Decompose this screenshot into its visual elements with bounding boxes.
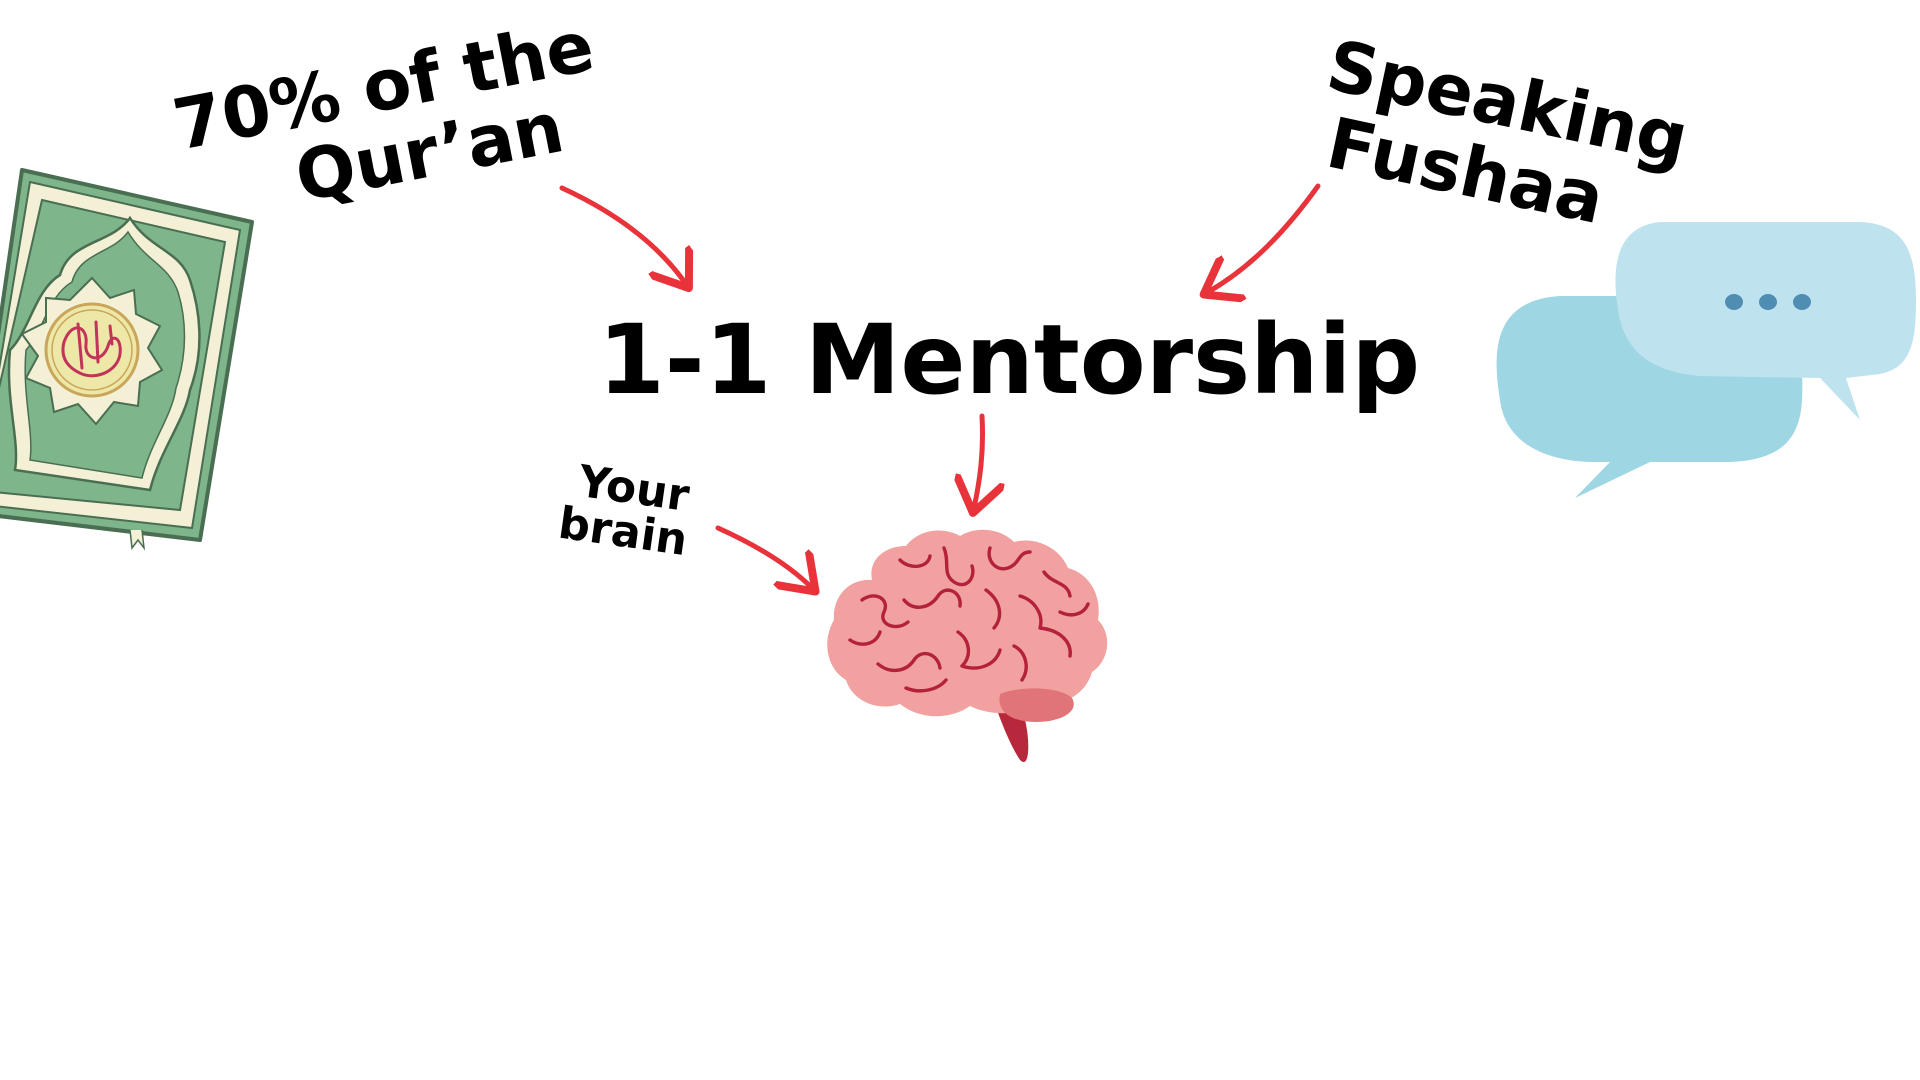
arrow-fushaa-to-mentorship [1208,183,1321,292]
arrow-your-brain-to-brain [715,525,812,588]
mentorship-title: 1-1 Mentorship [598,304,1421,416]
your-brain-label: Your brain [555,456,696,566]
speech-bubbles-icon [1496,222,1916,498]
brain-icon [827,529,1108,762]
quran-book-icon [0,168,254,551]
arrow-quran-to-mentorship [559,185,686,284]
arrow-mentorship-to-brain [974,413,983,508]
